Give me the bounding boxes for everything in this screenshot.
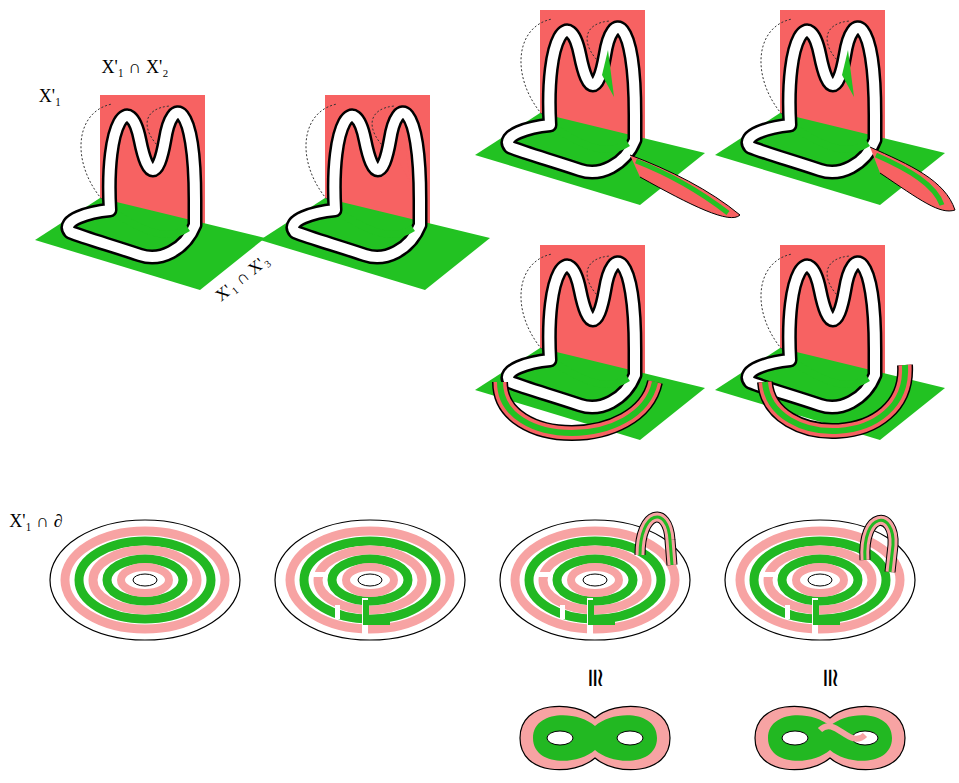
- loop-outline: [500, 382, 655, 433]
- panel-4: [715, 10, 955, 211]
- loop-outline: [765, 365, 905, 431]
- green-patch: [602, 50, 614, 97]
- red-loop: [765, 365, 905, 431]
- red-tail: [870, 147, 955, 211]
- green-handle: [640, 517, 672, 565]
- plane-label: X'₁ ∩ X'₃: [213, 251, 274, 305]
- panel-copy: [475, 245, 705, 440]
- genus-two-a: [520, 706, 670, 769]
- genus-two-b: [755, 706, 905, 769]
- panel-2: [260, 95, 490, 290]
- annulus-1: [50, 520, 240, 640]
- green-handle: [865, 520, 893, 572]
- green-loop: [765, 365, 905, 431]
- boundary-label: X'₁ ∩ ∂: [9, 512, 62, 532]
- pink-handle: [865, 520, 893, 572]
- homeomorphism-symbol: ≅: [581, 667, 610, 689]
- panel-3: [475, 10, 740, 218]
- annulus-4-cuts: [760, 572, 840, 638]
- handle-outline: [865, 520, 893, 572]
- handle-outline: [640, 517, 672, 565]
- panel-6: [715, 245, 945, 440]
- red-patch: [398, 135, 410, 182]
- surface-label: X'₁: [39, 87, 62, 107]
- annulus-3: [500, 520, 690, 640]
- green-tail: [876, 155, 942, 205]
- pink-twist: [820, 726, 865, 739]
- homeomorphism-symbol: ≅: [816, 667, 845, 689]
- annulus-4: [725, 520, 915, 640]
- green-tail: [636, 161, 728, 213]
- red-tail: [630, 155, 740, 218]
- green-patch: [842, 50, 854, 97]
- green-loop: [500, 382, 655, 433]
- annulus-2-cuts: [310, 572, 390, 638]
- panel-5: [475, 245, 705, 440]
- annulus-2: [275, 520, 465, 640]
- panel-copy: [715, 245, 945, 440]
- plane-label: X'₁ ∩ X'₂: [101, 58, 168, 78]
- annulus-3-cuts: [535, 572, 615, 638]
- pink-handle: [640, 517, 672, 565]
- red-loop: [500, 382, 655, 433]
- panel-1: [35, 95, 265, 290]
